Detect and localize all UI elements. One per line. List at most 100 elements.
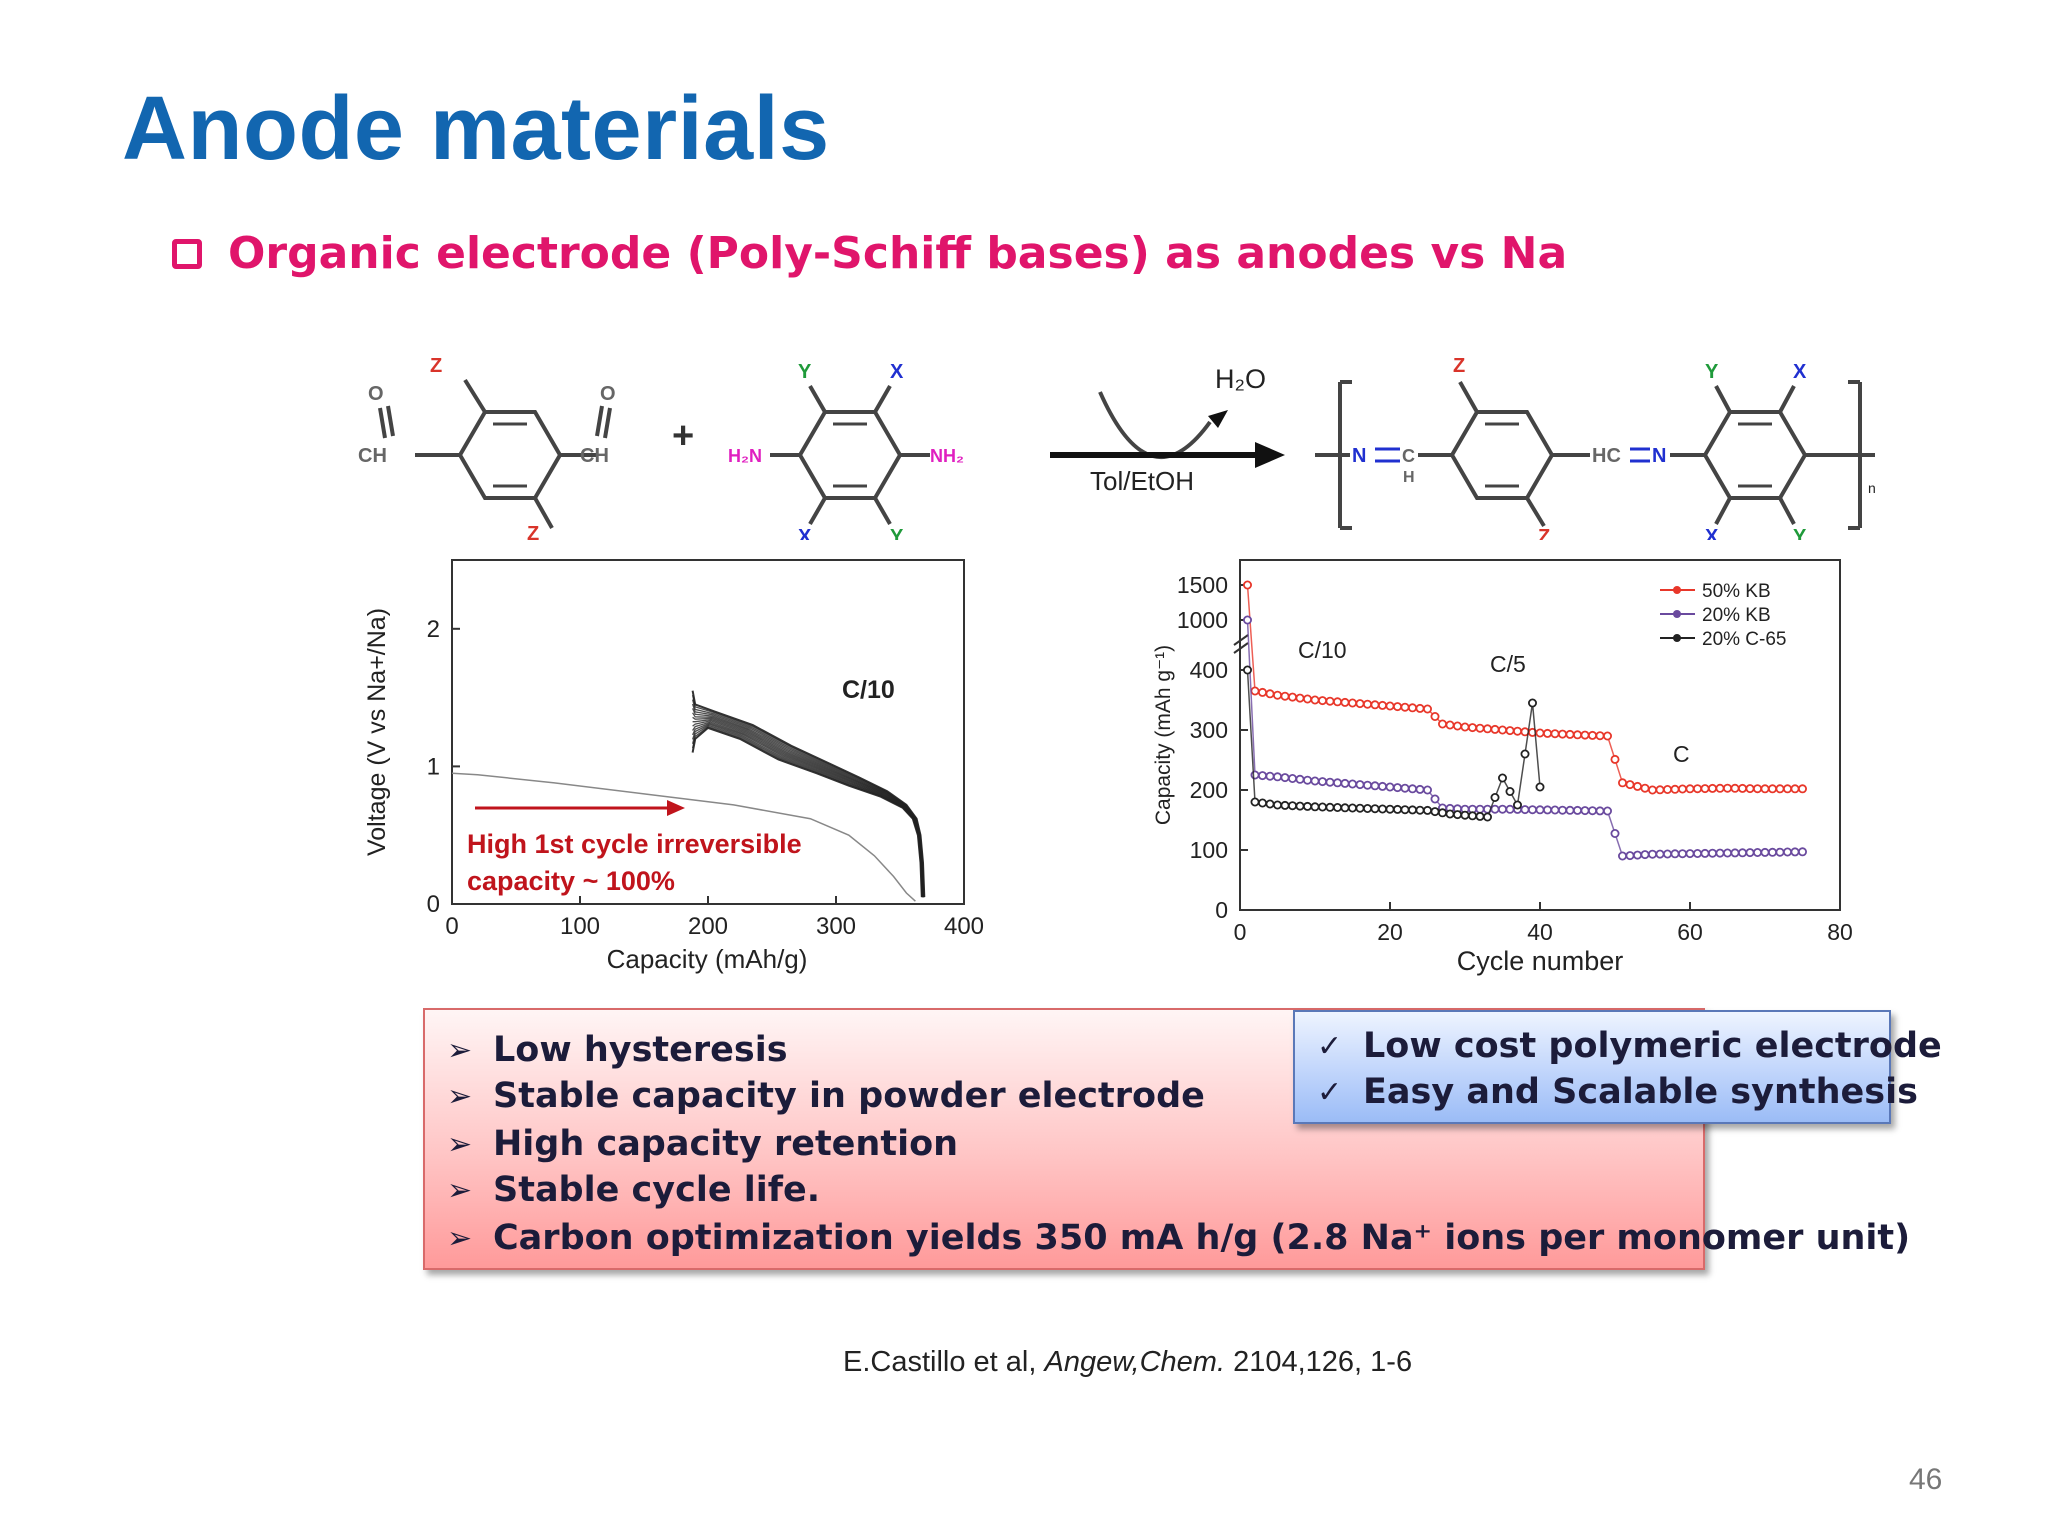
data-point	[1783, 847, 1793, 857]
legend-label: 20% C-65	[1702, 629, 1787, 650]
data-point	[1340, 803, 1350, 813]
data-point	[1580, 806, 1590, 816]
chart1-x-label: Capacity (mAh/g)	[607, 944, 808, 974]
data-point	[1587, 730, 1597, 740]
data-point	[1708, 783, 1718, 793]
data-point	[1738, 848, 1748, 858]
data-point	[1505, 786, 1515, 796]
y-tick-label: 100	[1190, 837, 1228, 863]
data-point	[1265, 771, 1275, 781]
slide-subtitle: Organic electrode (Poly-Schiff bases) as…	[172, 228, 1567, 279]
x-tick-label: 60	[1677, 919, 1703, 945]
data-point	[1422, 805, 1432, 815]
amine-label: NH₂	[930, 446, 964, 466]
data-point	[1490, 804, 1500, 814]
data-point	[1475, 804, 1485, 814]
advantages-box: ➢Low hysteresis ➢Stable capacity in powd…	[423, 1008, 1910, 1270]
data-point	[1632, 850, 1642, 860]
data-point	[1415, 784, 1425, 794]
data-point	[1595, 806, 1605, 816]
data-point	[1512, 800, 1522, 810]
axis-break	[1233, 634, 1249, 646]
data-point	[1460, 722, 1470, 732]
legend-marker	[1673, 634, 1681, 642]
data-point	[1445, 809, 1455, 819]
bullet-item: ➢High capacity retention	[447, 1124, 959, 1164]
subtitle-text: Organic electrode (Poly-Schiff bases) as…	[228, 228, 1568, 279]
data-point	[1430, 807, 1440, 817]
data-point	[1355, 803, 1365, 813]
imine-h-label: H	[1403, 469, 1415, 486]
data-point	[1768, 784, 1778, 794]
data-point	[1310, 695, 1320, 705]
data-point	[1325, 777, 1335, 787]
data-point	[1655, 849, 1665, 859]
data-point	[1385, 804, 1395, 814]
data-point	[1370, 781, 1380, 791]
imine-c-label: C	[1402, 446, 1415, 466]
imine-n-label: N	[1352, 445, 1366, 467]
rate-label-c5: C/5	[1490, 651, 1526, 677]
data-point	[1362, 803, 1372, 813]
data-point	[1257, 771, 1267, 781]
data-point	[1542, 728, 1552, 738]
data-point	[1392, 783, 1402, 793]
arrow-bullet-icon: ➢	[447, 1126, 473, 1162]
data-point	[1610, 828, 1620, 838]
data-point	[1512, 726, 1522, 736]
data-point	[1520, 805, 1530, 815]
data-point	[1400, 783, 1410, 793]
x-tick-label: 20	[1377, 919, 1403, 945]
page-number: 46	[1909, 1463, 1943, 1496]
data-point	[1760, 784, 1770, 794]
data-point	[1355, 699, 1365, 709]
amine-label: H₂N	[728, 446, 762, 466]
data-point	[1400, 805, 1410, 815]
data-point	[1775, 847, 1785, 857]
data-point	[1377, 804, 1387, 814]
data-point	[1482, 812, 1492, 822]
data-point	[1625, 851, 1635, 861]
bullet-item: ➢Low hysteresis	[447, 1030, 788, 1070]
data-point	[1520, 749, 1530, 759]
data-point	[1302, 775, 1312, 785]
data-point	[1610, 754, 1620, 764]
aldehyde-ch-label: CH	[358, 445, 387, 467]
data-point	[1250, 686, 1260, 696]
y-tick-label: 1	[427, 753, 440, 780]
data-point	[1272, 690, 1282, 700]
legend-marker	[1673, 586, 1681, 594]
data-point	[1250, 770, 1260, 780]
data-point	[1580, 730, 1590, 740]
data-point	[1370, 804, 1380, 814]
data-point	[1565, 729, 1575, 739]
data-point	[1415, 703, 1425, 713]
data-point	[1497, 773, 1507, 783]
data-point	[1715, 848, 1725, 858]
data-point	[1753, 847, 1763, 857]
data-point	[1243, 580, 1253, 590]
checkbox-bullet-icon	[172, 238, 202, 269]
data-point	[1340, 697, 1350, 707]
rate-label-c10: C/10	[1298, 637, 1347, 663]
data-point	[1347, 698, 1357, 708]
data-point	[1280, 800, 1290, 810]
data-point	[1257, 798, 1267, 808]
data-point	[1723, 783, 1733, 793]
z-substituent: Z	[430, 355, 442, 377]
data-point	[1700, 848, 1710, 858]
data-point	[1392, 804, 1402, 814]
data-point	[1640, 850, 1650, 860]
oxygen-label: O	[368, 383, 384, 405]
data-point	[1587, 806, 1597, 816]
data-point	[1753, 784, 1763, 794]
data-point	[1362, 699, 1372, 709]
data-point	[1715, 783, 1725, 793]
data-point	[1243, 665, 1253, 675]
data-point	[1287, 692, 1297, 702]
x-tick-label: 0	[1234, 919, 1247, 945]
rate-label-c10: C/10	[842, 676, 895, 704]
